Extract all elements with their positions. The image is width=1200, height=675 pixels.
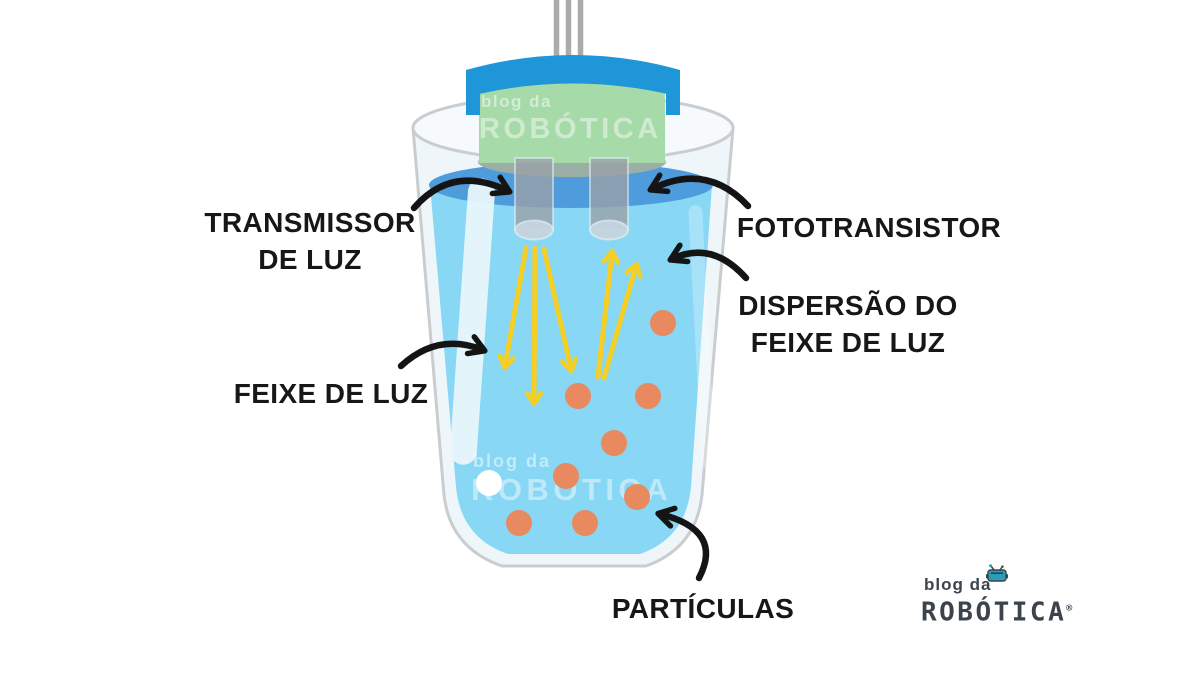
light-beam-arrow: [595, 248, 621, 380]
registered-mark: ®: [1066, 603, 1073, 614]
water-surface: [429, 162, 713, 208]
logo-blog-da: blog da: [924, 575, 992, 594]
particles-layer: [506, 310, 676, 536]
light-beam-arrow: [601, 261, 643, 381]
glass-reflection-right: [688, 205, 716, 470]
arrow-dispersao: [667, 242, 750, 282]
arrow-feixe-de-luz: [397, 334, 488, 370]
label-feixe-de-luz: FEIXE DE LUZ: [233, 378, 429, 409]
brand-logo: blog da ROBÓTICA®: [921, 564, 1151, 628]
robot-icon: [985, 564, 1011, 588]
light-beam-arrow: [541, 246, 579, 374]
arrow-particulas: [655, 505, 710, 582]
particle: [624, 484, 650, 510]
label-particulas: PARTÍCULAS: [611, 593, 795, 624]
particle: [572, 510, 598, 536]
light-beam-arrow: [497, 245, 529, 371]
svg-text:blog da: blog da: [473, 451, 551, 471]
label-transmissor-line1: TRANSMISSOR: [204, 207, 416, 238]
particle: [650, 310, 676, 336]
probe-phototransistor: [589, 157, 629, 241]
sensor-cap: [466, 55, 680, 115]
label-dispersao-line2: FEIXE DE LUZ: [750, 327, 946, 358]
sensor-board: blog da ROBÓTICA: [478, 81, 666, 177]
particle: [506, 510, 532, 536]
light-beam-arrow: [524, 245, 544, 407]
logo-robotica: ROBÓTICA®: [921, 597, 1073, 628]
arrow-fototransistor: [647, 172, 752, 210]
sensor-probes: [514, 157, 629, 241]
svg-text:blog da: blog da: [481, 92, 552, 111]
glass-reflection-left: [449, 178, 495, 465]
probe-light-transmitter: [514, 157, 554, 241]
particle: [553, 463, 579, 489]
label-transmissor-de-luz: TRANSMISSOR DE LUZ: [150, 204, 470, 278]
callout-arrows: [397, 172, 752, 582]
svg-text:ROBÓTICA: ROBÓTICA: [479, 111, 662, 145]
light-beams-layer: [497, 245, 643, 407]
particle: [601, 430, 627, 456]
bubble-layer: [476, 470, 502, 496]
sensor-wires: [553, 0, 584, 60]
bubble-particle: [476, 470, 502, 496]
label-dispersao-line1: DISPERSÃO DO: [738, 290, 958, 321]
label-fototransistor: FOTOTRANSISTOR: [736, 212, 1002, 243]
particle: [635, 383, 661, 409]
arrow-transmissor: [410, 174, 513, 212]
particle: [565, 383, 591, 409]
label-transmissor-line2: DE LUZ: [258, 244, 362, 275]
board-watermark: blog da ROBÓTICA: [479, 92, 662, 145]
label-dispersao: DISPERSÃO DO FEIXE DE LUZ: [688, 287, 1008, 361]
